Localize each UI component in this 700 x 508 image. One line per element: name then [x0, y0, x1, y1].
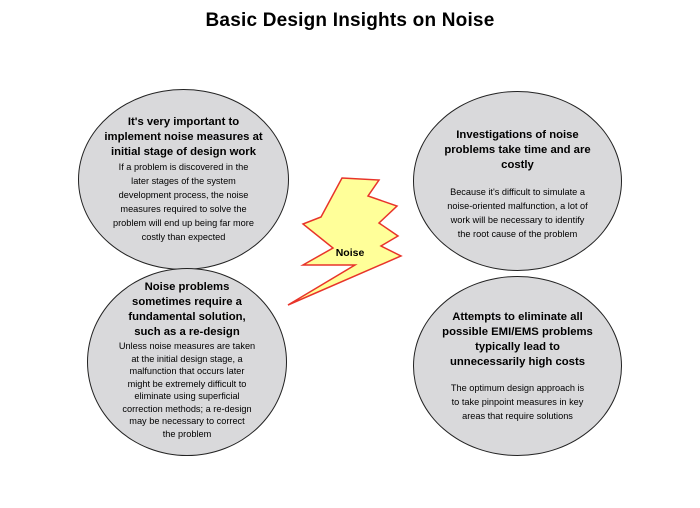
- bolt-label: Noise: [336, 247, 365, 259]
- insight-heading: It's very important to implement noise m…: [104, 116, 263, 158]
- insight-ellipse-excess-cost: [413, 276, 622, 456]
- page-title: Basic Design Insights on Noise: [205, 10, 495, 31]
- insight-body: Because it's difficult to simulate a noi…: [447, 187, 588, 239]
- insight-excess-cost: Attempts to eliminate all possible EMI/E…: [418, 310, 617, 423]
- insight-early-measures: It's very important to implement noise m…: [84, 115, 283, 244]
- insight-heading: Noise problems sometimes require a funda…: [128, 281, 246, 338]
- insight-ellipse-early-measures: [78, 89, 289, 270]
- lightning-bolt-shape: [287, 177, 403, 306]
- insight-heading: Investigations of noise problems take ti…: [444, 129, 591, 171]
- insight-investigation-cost: Investigations of noise problems take ti…: [418, 128, 617, 241]
- insight-body: Unless noise measures are taken at the i…: [118, 341, 256, 439]
- insight-body: If a problem is discovered in the later …: [113, 162, 254, 242]
- insight-ellipse-redesign: [87, 268, 287, 456]
- insight-heading: Attempts to eliminate all possible EMI/E…: [442, 311, 593, 368]
- insight-redesign: Noise problems sometimes require a funda…: [87, 280, 287, 440]
- insight-ellipse-investigation-cost: [413, 91, 622, 271]
- insight-body: The optimum design approach is to take p…: [450, 383, 585, 421]
